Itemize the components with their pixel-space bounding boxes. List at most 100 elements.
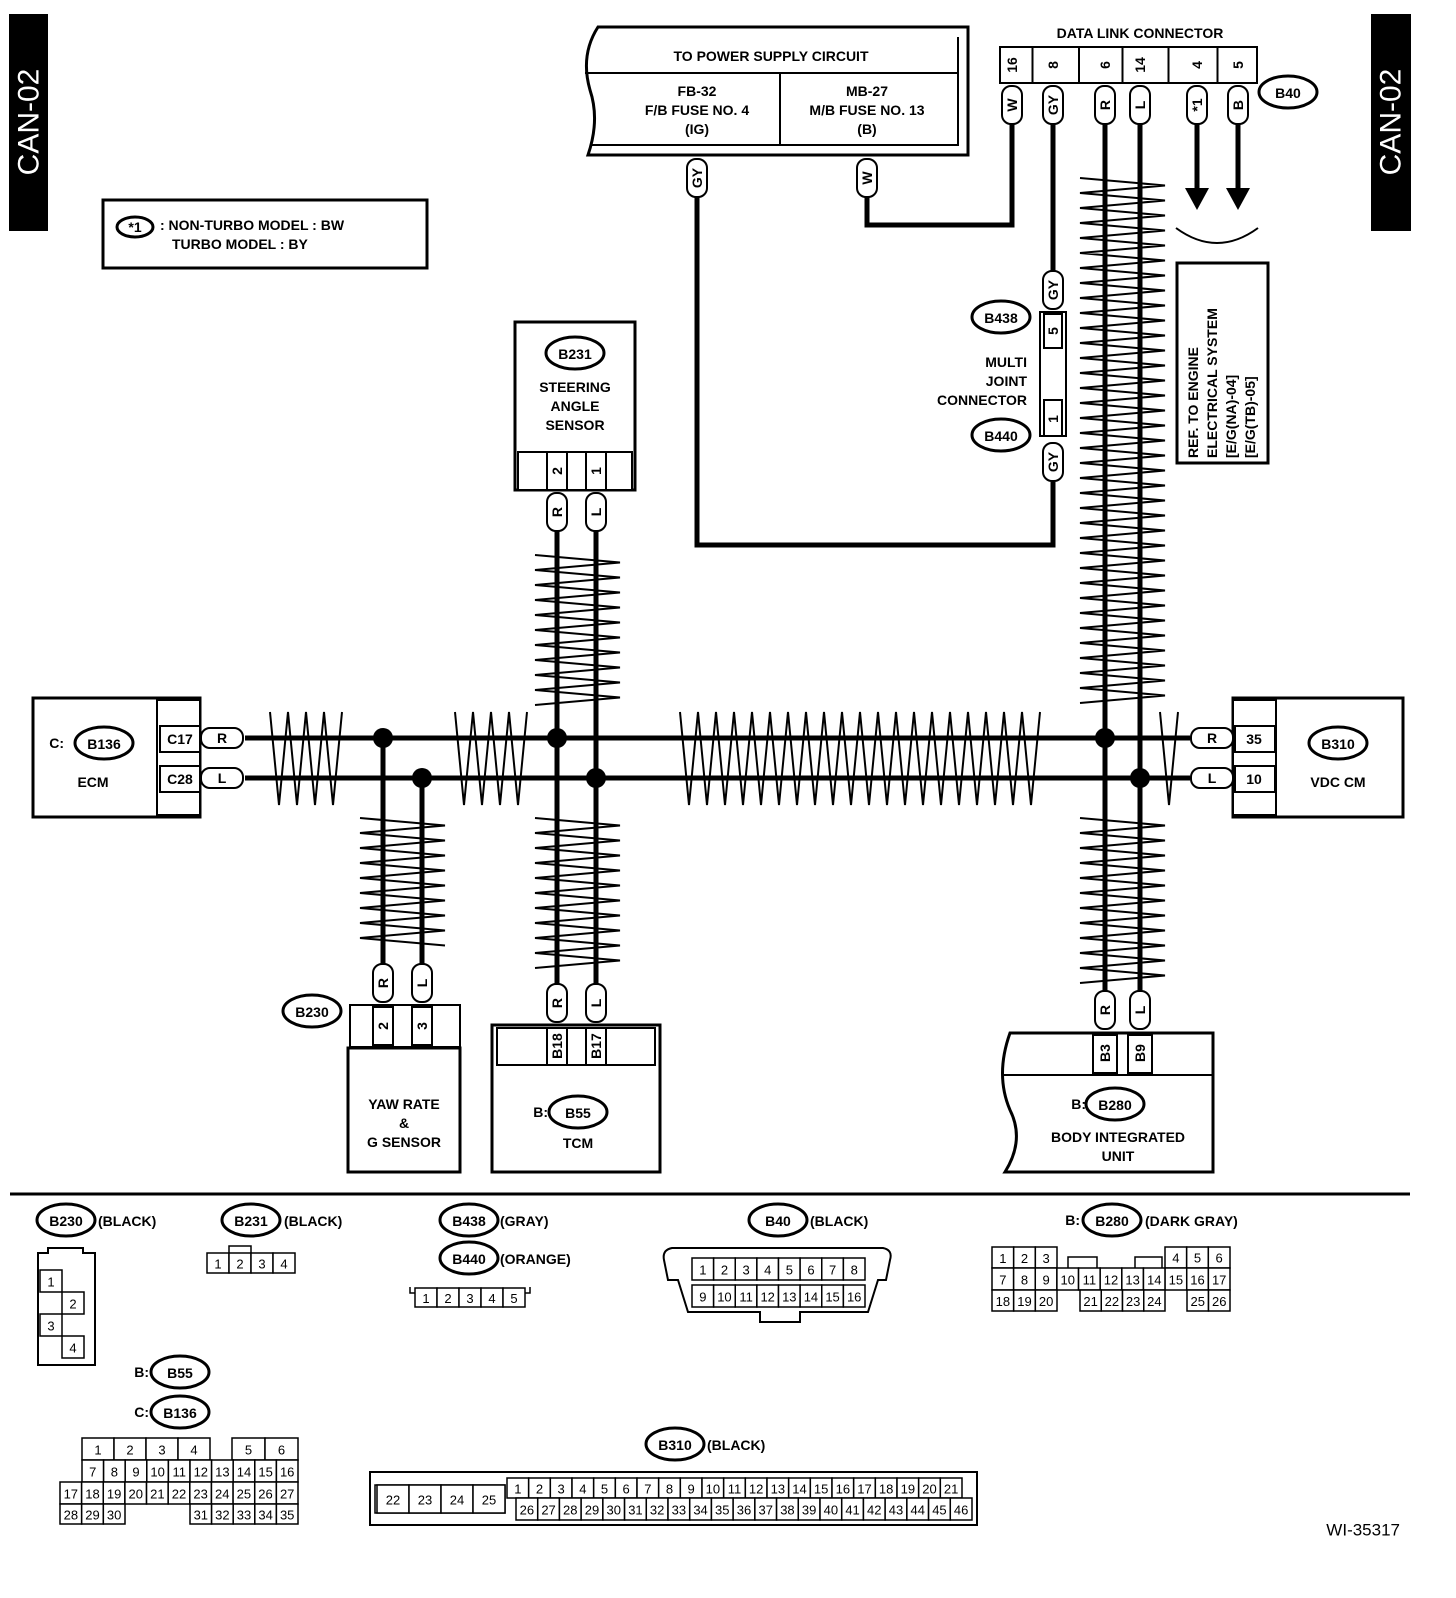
view-b280-pin-label: 3 xyxy=(1043,1251,1050,1266)
view-b310-pin-label: 21 xyxy=(944,1482,958,1497)
tcm-prefix: B: xyxy=(533,1104,548,1120)
yaw-rate-sensor-box xyxy=(346,1046,462,1174)
data-link-wire-label-text: R xyxy=(1097,100,1113,110)
view-b55-pin xyxy=(102,1503,126,1525)
view-b231-color: (BLACK) xyxy=(284,1213,342,1229)
biu-pin: B9 xyxy=(1132,1044,1148,1062)
view-b310-pin-label: 16 xyxy=(836,1482,850,1497)
continuation-arc xyxy=(1175,227,1259,244)
view-b280-pin-label: 11 xyxy=(1083,1273,1097,1288)
view-b310-pin-label: 12 xyxy=(749,1482,763,1497)
view-b280-pin-label: 10 xyxy=(1060,1273,1074,1288)
data-link-wire-label xyxy=(1129,85,1151,125)
view-b310-side-pin-label: 24 xyxy=(450,1493,464,1508)
fuse-mb27-text: (B) xyxy=(857,121,876,137)
view-b231-pin-label: 4 xyxy=(280,1257,287,1272)
ref-note-text: REF. TO ENGINE xyxy=(1185,347,1201,458)
wire-label-r-text: R xyxy=(549,998,565,1008)
view-b310-pin-label: 1 xyxy=(514,1482,521,1497)
view-b55-pin-label: 35 xyxy=(280,1508,294,1523)
view-b280-pin-label: 26 xyxy=(1212,1294,1226,1309)
biu-pin: B3 xyxy=(1097,1044,1113,1062)
vdc-wire-r-text: R xyxy=(1207,730,1217,746)
view-b230-id-oval xyxy=(35,1202,97,1238)
data-link-wire-label-text: B xyxy=(1230,100,1246,110)
wire-label-r xyxy=(1094,990,1116,1030)
twisted-pair-dlc xyxy=(1079,177,1166,704)
twisted-pair-biu xyxy=(1079,817,1166,984)
wire-label-r xyxy=(546,492,568,532)
yaw-name: G SENSOR xyxy=(367,1134,441,1150)
view-b231-pin-label: 2 xyxy=(236,1257,243,1272)
pin xyxy=(1127,1034,1153,1074)
view-b280-pin xyxy=(1207,1289,1231,1312)
view-b310-pin-label: 13 xyxy=(771,1482,785,1497)
pin xyxy=(61,1291,85,1315)
view-b40-pin-label: 8 xyxy=(851,1263,858,1278)
splice-junction xyxy=(412,768,432,788)
splice-junction xyxy=(1130,768,1150,788)
view-b310-pin-label: 17 xyxy=(857,1482,871,1497)
view-b310-pin-label: 42 xyxy=(867,1503,881,1518)
view-b40-pin-label: 15 xyxy=(825,1290,839,1305)
wire-label-gy-b440-text: GY xyxy=(1045,451,1061,472)
view-b230-color: (BLACK) xyxy=(98,1213,156,1229)
yaw-name: YAW RATE xyxy=(368,1096,440,1112)
legend-line-2: TURBO MODEL : BY xyxy=(172,236,309,252)
view-b440-id-label: B440 xyxy=(452,1251,486,1267)
view-b280-pin-label: 19 xyxy=(1017,1294,1031,1309)
multi-joint-label: CONNECTOR xyxy=(937,392,1027,408)
view-b280-pin-label: 15 xyxy=(1169,1273,1183,1288)
multi-joint-pin-5: 5 xyxy=(1045,327,1061,335)
view-b231-pin xyxy=(272,1252,296,1274)
view-b310-pin-label: 18 xyxy=(879,1482,893,1497)
view-b310-pin-label: 3 xyxy=(558,1482,565,1497)
wire-label-r-text: R xyxy=(549,507,565,517)
data-link-wire-label xyxy=(1186,85,1208,125)
data-link-pin: 4 xyxy=(1189,61,1205,69)
data-link-wire-label-text: GY xyxy=(1045,94,1061,115)
twisted-pair-bus xyxy=(679,711,1041,806)
pin xyxy=(585,1027,607,1066)
connector-b230-label: B230 xyxy=(295,1004,329,1020)
view-b280-pin-label: 21 xyxy=(1083,1294,1097,1309)
connector-b230-oval xyxy=(281,993,343,1029)
view-b310-pin-label: 4 xyxy=(579,1482,586,1497)
power-supply-inner xyxy=(590,37,959,146)
arrow-down-icon xyxy=(1226,188,1250,210)
splice-junction xyxy=(586,768,606,788)
pin xyxy=(61,1335,85,1359)
pin xyxy=(1234,725,1276,753)
view-b280-pin xyxy=(1143,1289,1166,1312)
wire-label-gy-b438 xyxy=(1042,270,1064,310)
data-link-wire-label-text: *1 xyxy=(1189,98,1205,111)
view-b280-pin-label: 13 xyxy=(1125,1273,1139,1288)
view-b310-pin-label: 38 xyxy=(780,1503,794,1518)
view-b310-pin xyxy=(949,1497,973,1521)
wire-label-r-text: R xyxy=(375,978,391,988)
tab xyxy=(525,1287,531,1294)
connector-b231-oval xyxy=(544,335,606,371)
ecm-prefix: C: xyxy=(49,735,64,751)
view-b310-pin-label: 33 xyxy=(672,1503,686,1518)
view-b230-id-label: B230 xyxy=(49,1213,83,1229)
view-b310-pin-label: 39 xyxy=(802,1503,816,1518)
view-b55-pin-label: 23 xyxy=(193,1487,207,1502)
pin xyxy=(159,725,201,753)
data-link-wire-label xyxy=(1042,85,1064,125)
ecm-wire-l xyxy=(200,767,244,789)
view-b280-pin-label: 18 xyxy=(996,1294,1010,1309)
connector-b55-label: B55 xyxy=(565,1105,591,1121)
yaw-connector xyxy=(349,1004,461,1048)
view-b280-id-oval xyxy=(1081,1202,1143,1238)
view-b438-color: (GRAY) xyxy=(500,1213,549,1229)
data-link-connector-id-oval xyxy=(1257,74,1319,110)
legend-box xyxy=(101,198,429,270)
view-b310-id-label: B310 xyxy=(658,1437,692,1453)
tab xyxy=(1134,1256,1163,1268)
pin xyxy=(1234,765,1276,793)
view-b40-color: (BLACK) xyxy=(810,1213,868,1229)
view-b40-pin-label: 1 xyxy=(699,1263,706,1278)
view-b230-pin: 1 xyxy=(47,1275,54,1290)
